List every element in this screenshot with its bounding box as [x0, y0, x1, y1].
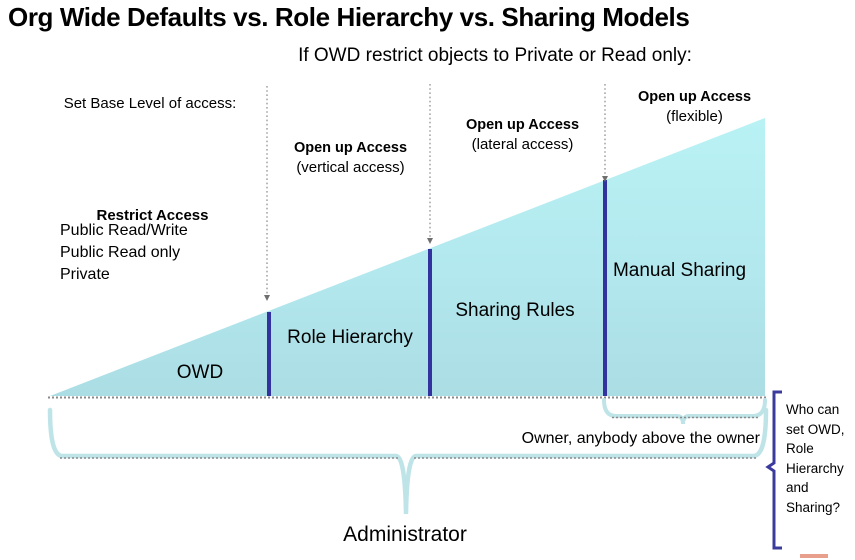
guide-arrowhead-icon	[264, 295, 270, 301]
who-can-set-bracket	[765, 390, 782, 550]
owd-condition-note: If OWD restrict objects to Private or Re…	[298, 45, 692, 66]
access-wedge-shape	[50, 118, 765, 396]
owd-level-item: Public Read only	[60, 244, 181, 261]
who-can-set-label: Who can set OWD, Role Hierarchy and Shar…	[786, 402, 845, 515]
restrict-access-heading: Restrict Access	[96, 207, 209, 224]
callout-heading: Open up Access	[637, 89, 752, 105]
segment-label-sharing-rules: Sharing Rules	[455, 300, 575, 321]
administrator-brace	[47, 407, 769, 515]
set-base-level-text: Set Base Level of access:	[63, 95, 237, 112]
callout-vertical-access: Open up Access (vertical access)	[268, 139, 433, 178]
callout-subtext: (vertical access)	[296, 159, 405, 176]
page-title: Org Wide Defaults vs. Role Hierarchy vs.…	[8, 2, 690, 32]
segment-label-owd: OWD	[176, 362, 224, 383]
guide-arrowhead-icon	[602, 176, 608, 182]
segment-label-role-hierarchy: Role Hierarchy	[287, 327, 413, 348]
callout-subtext: (flexible)	[666, 108, 723, 125]
owner-brace-label: Owner, anybody above the owner	[521, 430, 760, 447]
owd-level-item: Private	[60, 266, 110, 283]
segment-label-manual-sharing: Manual Sharing	[612, 260, 747, 281]
callout-heading: Open up Access	[293, 140, 408, 156]
callout-flexible-access: Open up Access (flexible)	[612, 88, 777, 127]
owd-level-item: Public Read/Write	[60, 222, 188, 239]
guide-arrowhead-icon	[427, 238, 433, 244]
administrator-brace-label: Administrator	[343, 523, 467, 546]
callout-heading: Open up Access	[465, 117, 580, 133]
owd-access-levels-list: Public Read/Write Public Read only Priva…	[60, 220, 280, 286]
owner-brace	[602, 398, 767, 425]
callout-subtext: (lateral access)	[471, 136, 574, 153]
callout-lateral-access: Open up Access (lateral access)	[440, 116, 605, 155]
